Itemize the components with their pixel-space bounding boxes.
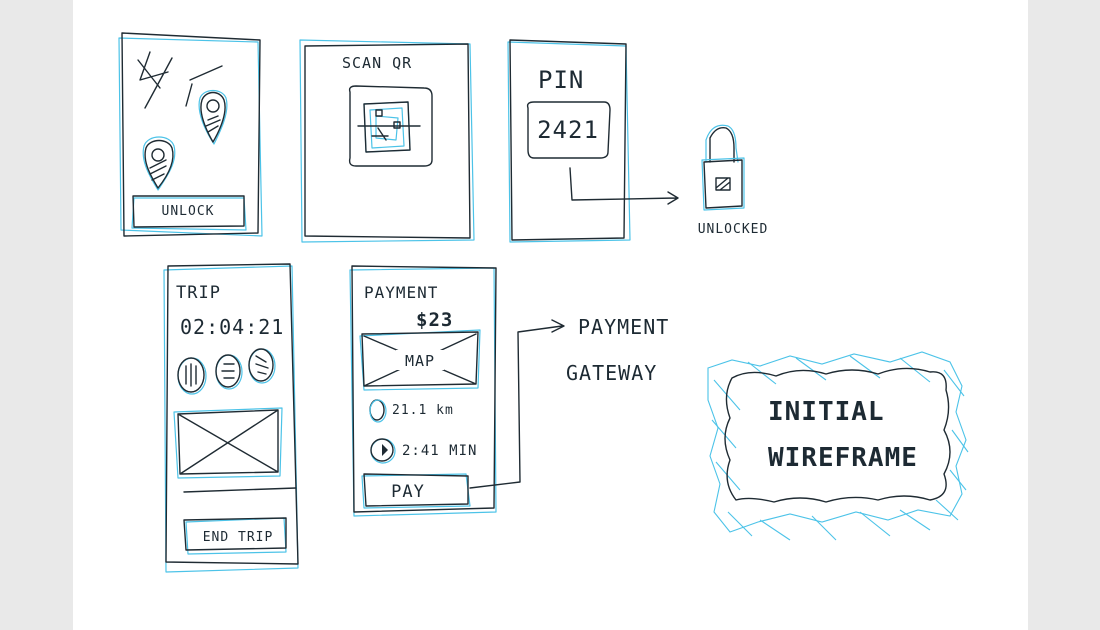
pin-input[interactable]: 2421 (526, 101, 611, 159)
trip-title: TRIP (176, 283, 221, 303)
trip-duration: 2:41 MIN (402, 443, 477, 459)
map-pin-icon (198, 89, 228, 145)
pay-button[interactable]: PAY (361, 473, 471, 509)
gateway-line1: PAYMENT (578, 315, 669, 339)
initial-wireframe-stamp: INITIAL WIREFRAME (707, 351, 969, 541)
unlocked-label: UNLOCKED (698, 222, 769, 237)
pin-screen: PIN 2421 (507, 39, 679, 243)
scan-qr-title: SCAN QR (342, 54, 412, 72)
payment-map-label: MAP (405, 352, 435, 370)
unlock-button-label: UNLOCK (162, 204, 215, 219)
scan-qr-screen: SCAN QR (299, 39, 475, 243)
trip-timer: 02:04:21 (180, 315, 284, 339)
distance-row: 21.1 km (369, 399, 454, 423)
end-trip-button-label: END TRIP (203, 530, 274, 545)
payment-title: PAYMENT (364, 283, 438, 302)
placeholder-image-icon (173, 407, 283, 479)
stamp-line2: WIREFRAME (768, 443, 918, 473)
unlocked-indicator: UNLOCKED (698, 124, 769, 237)
gateway-line2: GATEWAY (566, 361, 657, 385)
stamp-line1: INITIAL (768, 397, 885, 427)
map-screen: UNLOCK (118, 32, 263, 237)
qr-code-icon (348, 85, 433, 167)
payment-amount: $23 (416, 309, 453, 331)
padlock-icon (701, 124, 745, 211)
trip-stat-icons (177, 348, 276, 395)
arrow-icon (469, 319, 565, 489)
payment-map-placeholder: MAP (359, 329, 481, 391)
unlock-button[interactable]: UNLOCK (131, 195, 247, 231)
end-trip-button[interactable]: END TRIP (183, 517, 287, 555)
pin-title: PIN (538, 66, 584, 94)
pay-button-label: PAY (391, 482, 425, 502)
sketch-paper (73, 0, 1028, 630)
payment-screen: PAYMENT $23 MAP 21.1 km 2:41 MIN PAY (349, 265, 565, 517)
arrow-icon (569, 167, 679, 205)
trip-distance: 21.1 km (392, 403, 454, 418)
timer-icon (370, 438, 396, 464)
map-pin-icon (142, 136, 176, 191)
payment-gateway-note: PAYMENT GATEWAY (566, 315, 669, 385)
trip-screen: TRIP 02:04:21 END TRIP (163, 263, 299, 573)
duration-row: 2:41 MIN (370, 438, 477, 464)
pin-code: 2421 (537, 116, 599, 144)
